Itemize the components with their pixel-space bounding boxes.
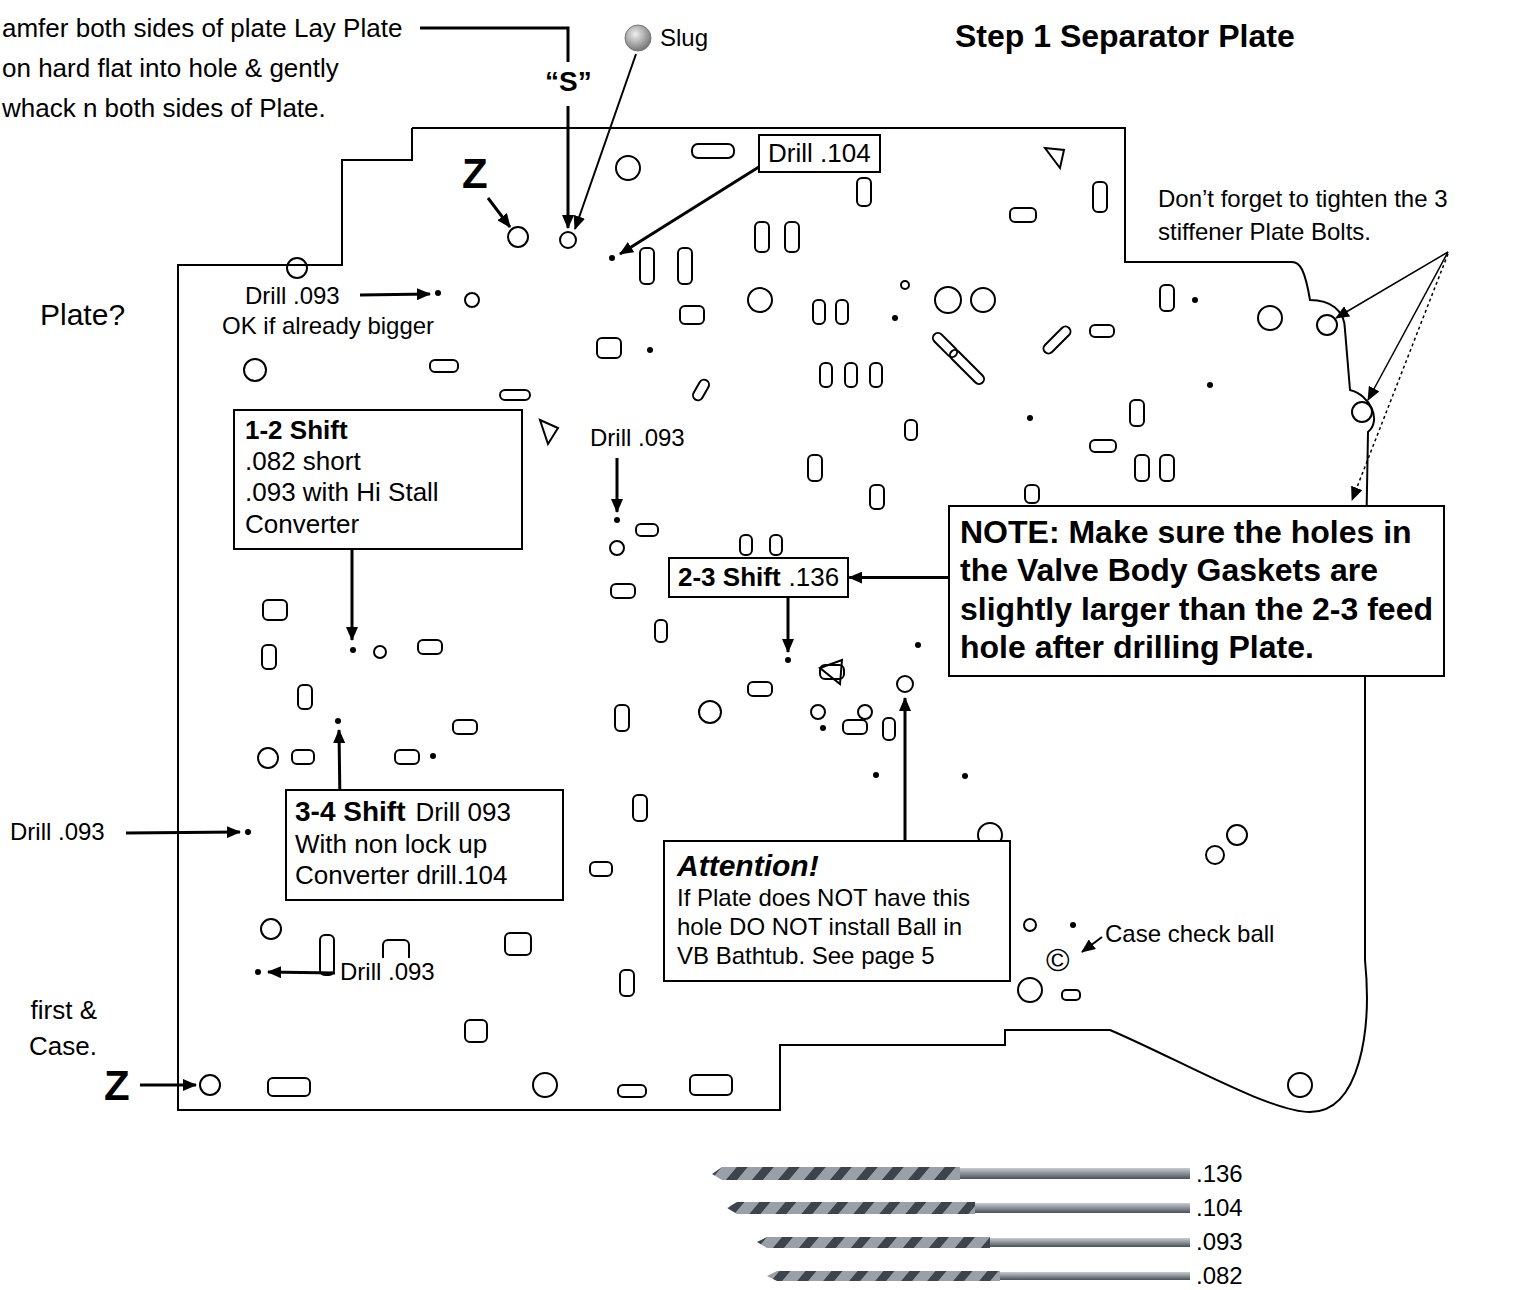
box-text: .093 with Hi Stall Converter — [245, 477, 511, 539]
drill-size: .136 — [1196, 1160, 1243, 1188]
drill-callout-box: Drill .104 — [758, 134, 881, 173]
box-heading: 3-4 Shift — [295, 796, 405, 827]
shift-callout-box: 1-2 Shift.082 short.093 with Hi Stall Co… — [233, 409, 523, 550]
drill-size: .093 — [1196, 1228, 1243, 1256]
instruction-note: Don’t forget to tighten the 3 stiffener … — [1158, 182, 1530, 248]
callout-letter: “S” — [545, 66, 592, 98]
drill-size: .082 — [1196, 1262, 1243, 1290]
box-text: With non lock up Converter drill.104 — [295, 829, 554, 891]
drill-size: .104 — [1196, 1194, 1243, 1222]
note-box: NOTE: Make sure the holes in the Valve B… — [948, 505, 1445, 677]
note-text: NOTE: Make sure the holes in the Valve B… — [960, 513, 1433, 667]
shift-callout-box: 2-3 Shift .136 — [668, 557, 849, 598]
instruction-note: first & Case. — [29, 992, 97, 1064]
drill-size: Drill 093 — [415, 797, 510, 827]
callout-letter: Z — [462, 150, 488, 198]
box-text: .082 short — [245, 446, 511, 477]
drill-size: Drill .104 — [768, 138, 871, 169]
case-ball-symbol: © — [1046, 942, 1070, 979]
drill-size: Drill .093 — [590, 424, 685, 452]
box-heading: 2-3 Shift — [678, 562, 781, 592]
connector-arrow — [849, 576, 948, 579]
box-heading: Attention! — [677, 848, 997, 884]
part-name: Slug — [660, 24, 708, 52]
instruction-note: OK if already bigger — [222, 312, 434, 340]
box-heading: 1-2 Shift — [245, 415, 511, 446]
drill-size: .136 — [789, 562, 840, 592]
box-text: If Plate does NOT have this hole DO NOT … — [677, 884, 997, 970]
attention-box: Attention!If Plate does NOT have this ho… — [663, 840, 1011, 982]
diagram-title: Step 1 Separator Plate — [955, 18, 1295, 55]
heading-fragment: Plate? — [40, 298, 125, 333]
drill-size: Drill .093 — [340, 958, 435, 986]
instruction-note: amfer both sides of plate Lay Plate on h… — [2, 8, 412, 128]
drill-size: Drill .093 — [245, 282, 340, 310]
part-name: Case check ball — [1105, 920, 1274, 948]
callout-letter: Z — [104, 1062, 130, 1110]
drill-size: Drill .093 — [10, 818, 105, 846]
shift-callout-box: 3-4 Shift Drill 093With non lock up Conve… — [285, 789, 564, 901]
drill-bits — [712, 1167, 1190, 1281]
slug-icon — [625, 25, 651, 51]
